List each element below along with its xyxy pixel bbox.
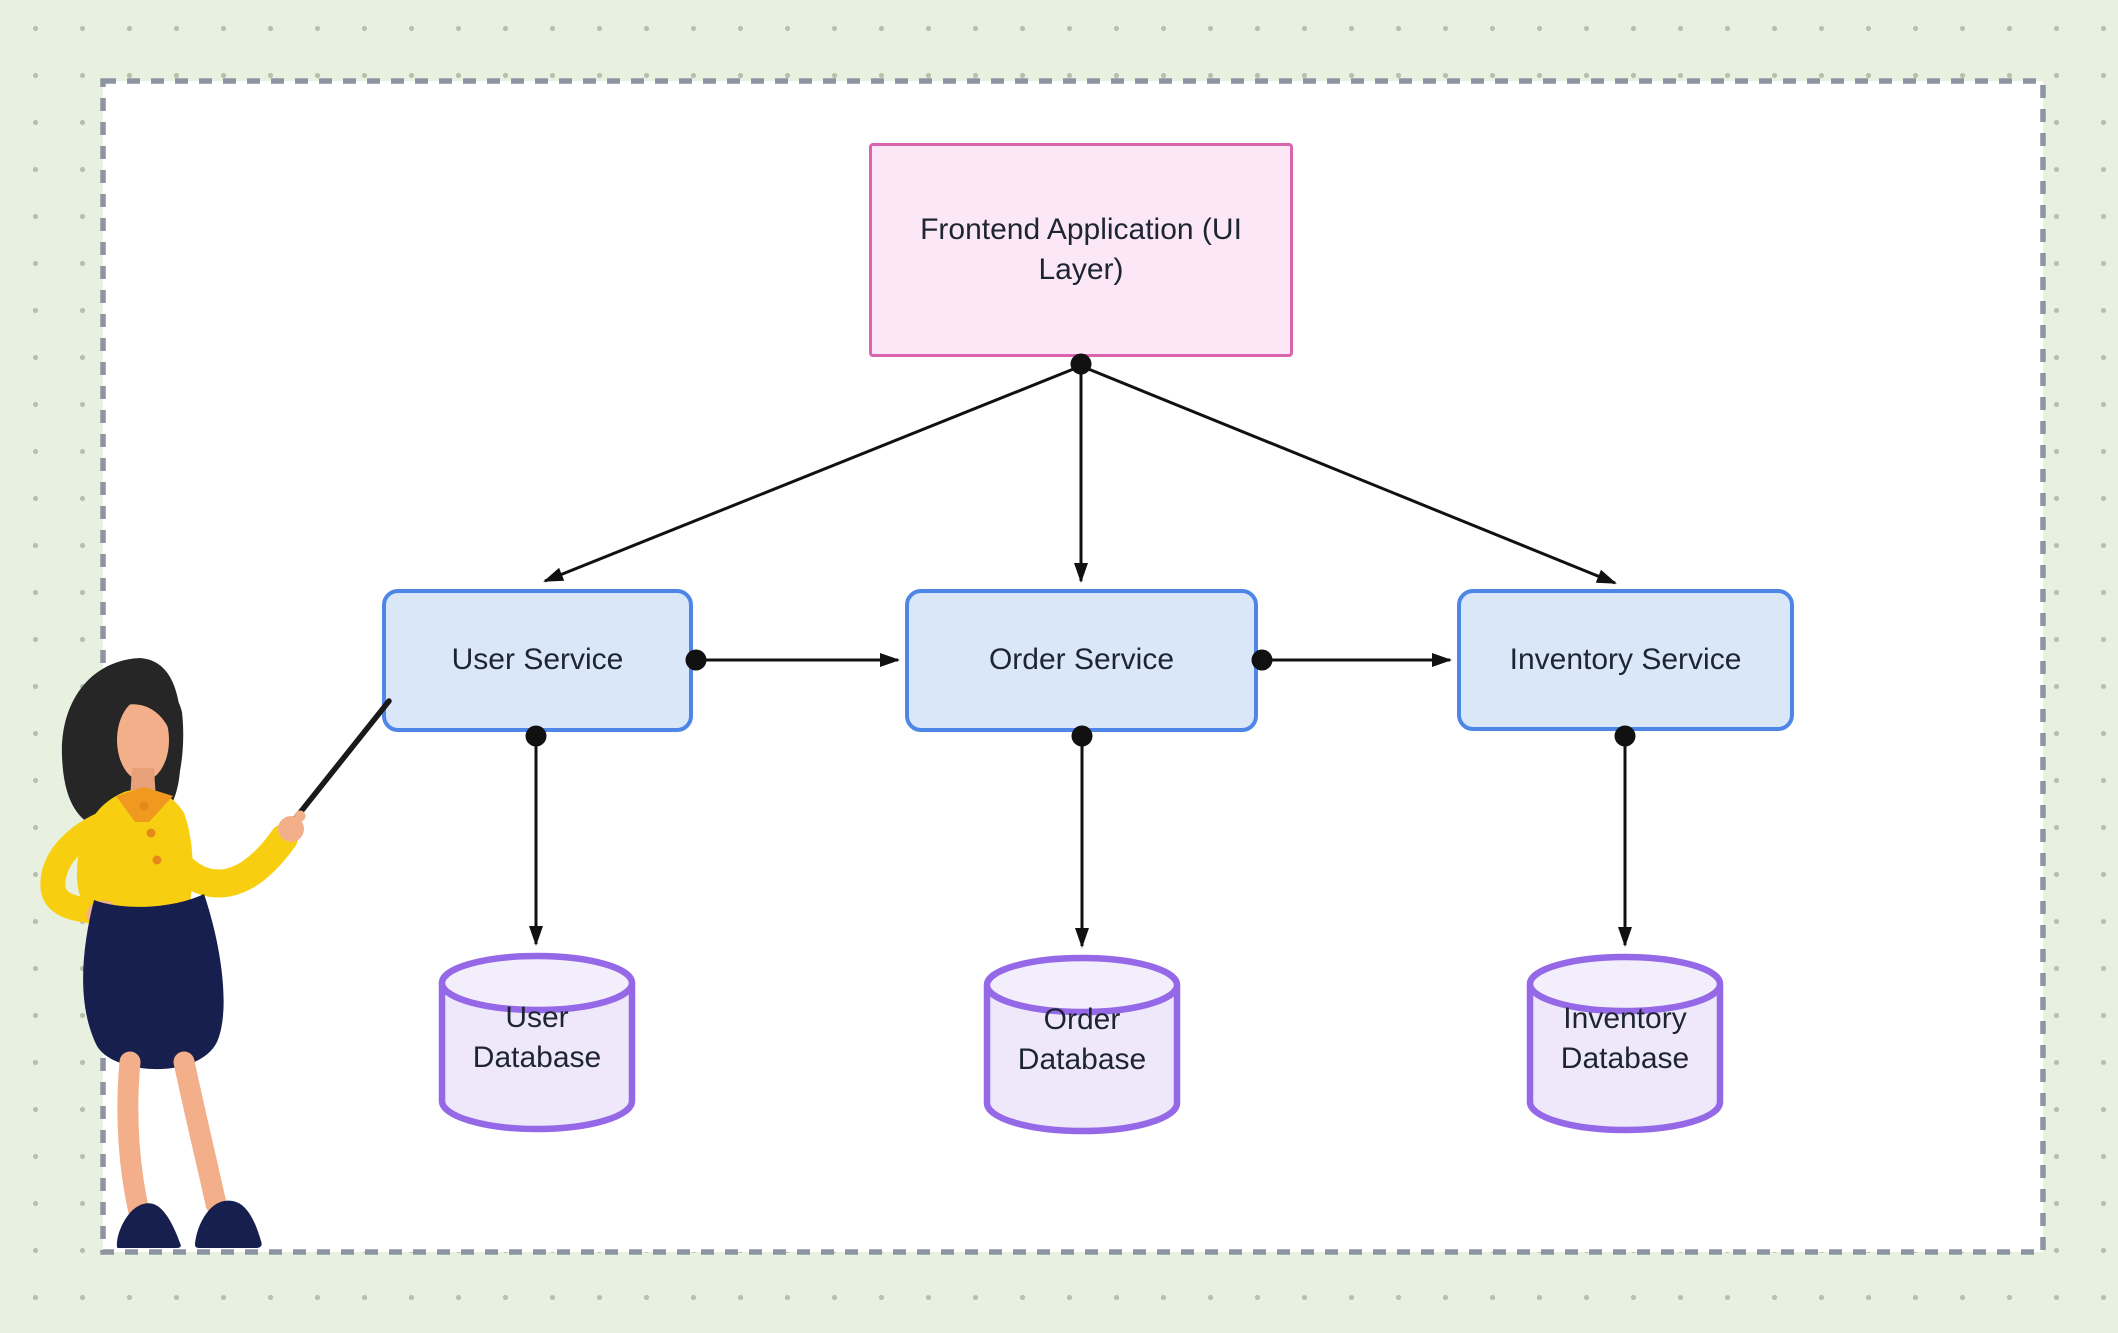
node-order-service[interactable]: Order Service xyxy=(905,589,1258,732)
node-order-service-label: Order Service xyxy=(988,643,1175,677)
database-cylinder-icon xyxy=(438,952,636,1133)
node-frontend[interactable]: Frontend Application (UI Layer) xyxy=(869,143,1293,357)
node-user-service-label: User Service xyxy=(451,643,624,677)
node-inventory-database-label: Inventory Database xyxy=(1560,1002,1690,1075)
database-cylinder-icon xyxy=(1526,953,1724,1134)
node-user-database[interactable]: User Database xyxy=(436,950,638,1138)
node-user-database-label: User Database xyxy=(472,1001,602,1074)
node-frontend-label: Frontend Application (UI Layer) xyxy=(920,212,1242,287)
node-order-database[interactable]: Order Database xyxy=(981,952,1183,1140)
node-user-service[interactable]: User Service xyxy=(382,589,693,732)
node-inventory-service-label: Inventory Service xyxy=(1509,642,1742,676)
node-inventory-service[interactable]: Inventory Service xyxy=(1457,589,1794,731)
database-cylinder-icon xyxy=(983,954,1181,1135)
node-inventory-database[interactable]: Inventory Database xyxy=(1524,951,1726,1139)
node-order-database-label: Order Database xyxy=(1017,1003,1147,1076)
